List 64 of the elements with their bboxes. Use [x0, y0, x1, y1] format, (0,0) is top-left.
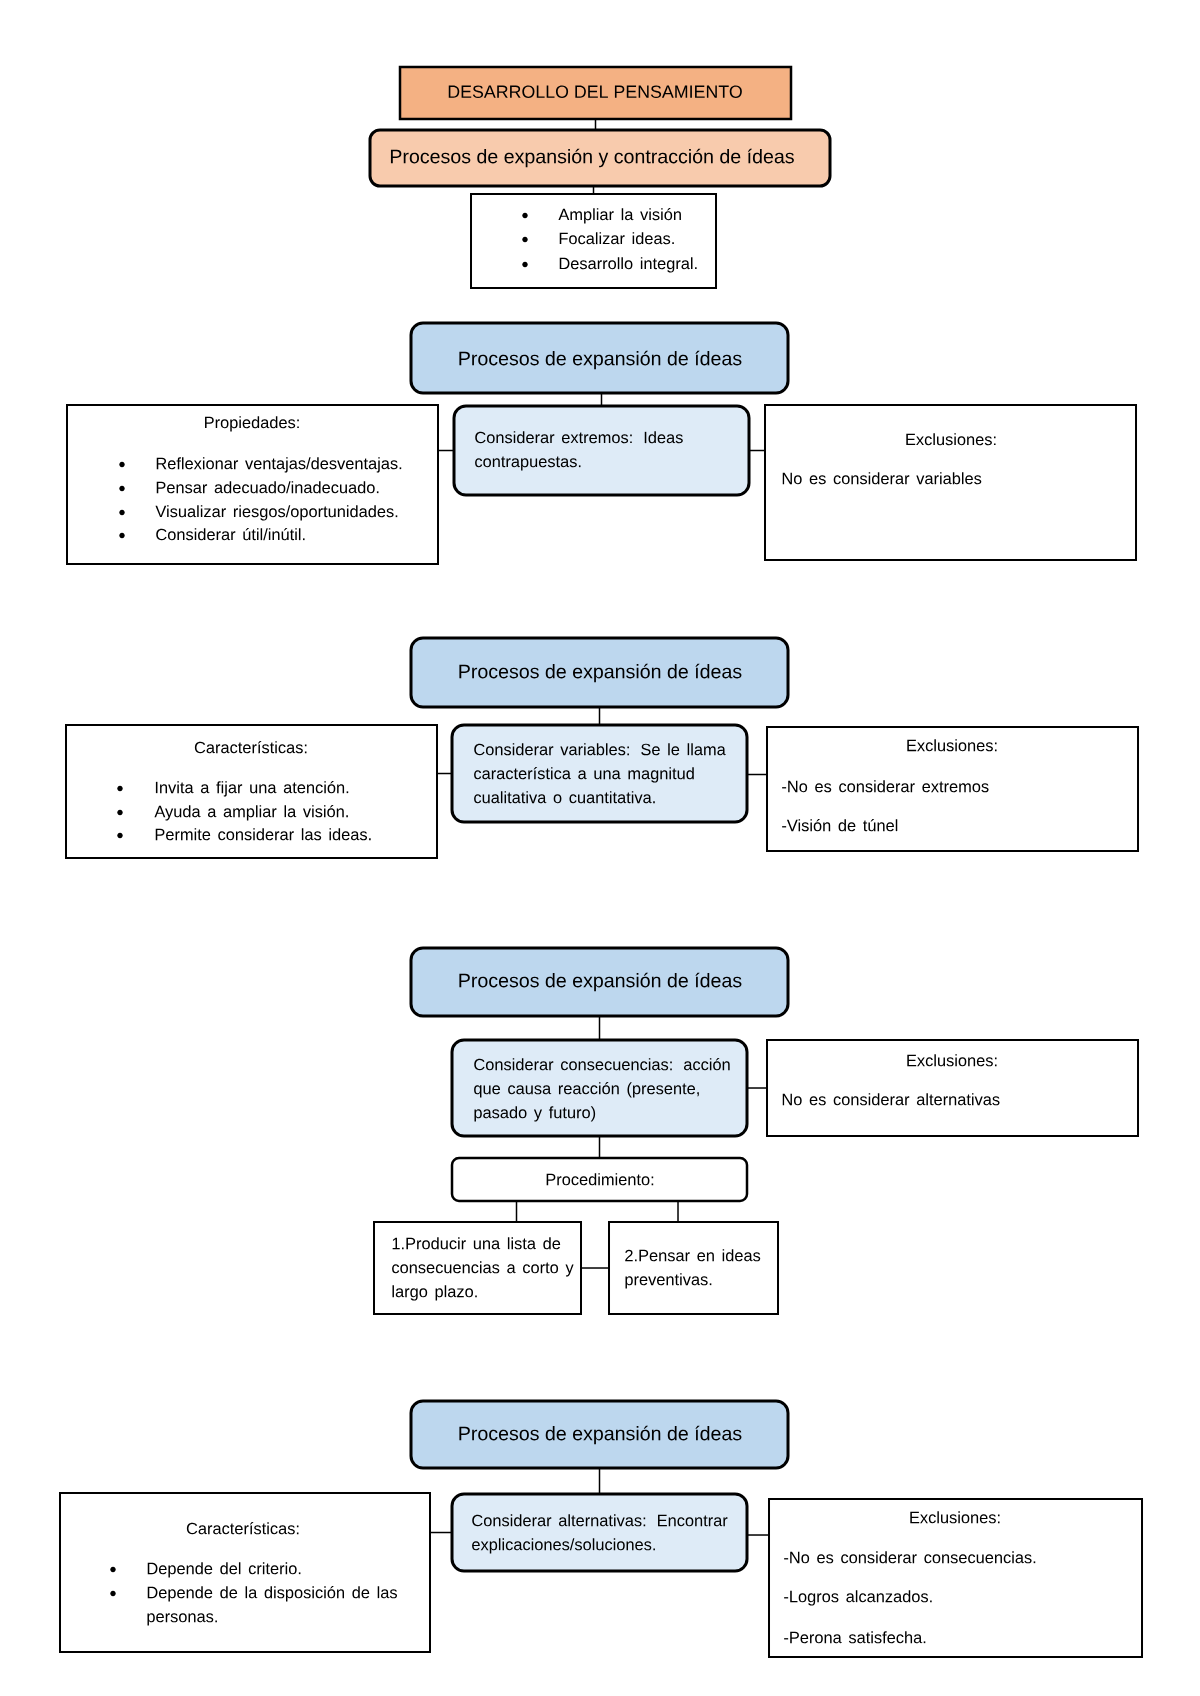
header-box: Procesos de expansión de ídeas [409, 1399, 790, 1470]
note-text: -No es considerar consecuencias. [784, 1551, 1036, 1564]
connector-line [746, 773, 768, 776]
heading: Propiedades: [205, 416, 299, 432]
concept-box: Considerar consecuencias: acción que causa reacción (presente, pasado y futuro) [450, 1038, 749, 1138]
title-box: DESARROLLO DEL PENSAMIENTO [398, 65, 793, 121]
list-item: Ampliar la visión [558, 208, 681, 224]
list-box [59, 1492, 431, 1653]
note-box [764, 404, 1137, 561]
list-item: Focalizar ideas. [559, 232, 674, 245]
note-text: -Perona satisfecha. [784, 1631, 926, 1644]
list-box [65, 724, 438, 859]
list-item: Depende del criterio. [147, 1562, 301, 1578]
heading: Características: [194, 741, 307, 754]
list-item: Permite considerar las ideas. [155, 828, 371, 841]
list-item: Desarrollo integral. [559, 257, 697, 273]
note-text: -No es considerar extremos [782, 780, 989, 793]
connector-line [429, 1531, 453, 1534]
connector-line [594, 118, 597, 131]
list-item: Pensar adecuado/inadecuado. [156, 481, 379, 494]
step-box: 2.Pensar en ideas preventivas. [608, 1221, 779, 1315]
list-item: Considerar útil/inútil. [156, 528, 305, 541]
connector-line [598, 1467, 601, 1495]
header-box: Procesos de expansión de ídeas [409, 946, 790, 1018]
heading: Exclusiones: [906, 433, 996, 446]
list-item: Reflexionar ventajas/desventajas. [156, 457, 402, 473]
heading: Exclusiones: [910, 1511, 1000, 1524]
note-box [766, 1039, 1139, 1137]
step-box: 1.Producir una lista de consecuencias a corto y largo plazo. [373, 1221, 582, 1315]
connector-line [746, 1087, 768, 1089]
note-text: -Logros alcanzados. [784, 1590, 932, 1606]
connector-line [580, 1267, 610, 1269]
note-box [768, 1498, 1143, 1658]
note-text: No es considerar alternativas [782, 1093, 1000, 1106]
label-box: Procedimiento: [450, 1156, 749, 1203]
connector-line [598, 1015, 601, 1041]
connector-line [598, 706, 601, 726]
list-box [470, 193, 717, 289]
connector-line [748, 449, 766, 452]
header-box: Procesos de expansión de ídeas [409, 321, 790, 395]
connector-line [677, 1200, 679, 1223]
connector-line [598, 1135, 601, 1159]
note-box [766, 726, 1139, 852]
connector-line [436, 772, 453, 775]
concept-box: Considerar variables: Se le llama característica a una magnitud cualitativa o cuantitativa. [450, 723, 749, 824]
connector-line [746, 1534, 770, 1536]
concept-box: Considerar alternativas: Encontrar explicaciones/soluciones. [450, 1492, 749, 1573]
connector-line [592, 185, 595, 195]
note-text: No es considerar variables [782, 472, 982, 485]
connector-line [437, 449, 455, 452]
connector-line [515, 1200, 518, 1223]
list-item: Ayuda a ampliar la visión. [154, 805, 348, 821]
heading: Exclusiones: [907, 1054, 997, 1067]
concept-box: Considerar extremos: Ideas contrapuestas. [452, 404, 751, 497]
header-box: Procesos de expansión de ídeas [409, 636, 790, 709]
subtitle-box: Procesos de expansión y contracción de ídeas [368, 128, 832, 188]
note-text: -Visión de túnel [782, 819, 898, 832]
connector-line [600, 392, 603, 407]
list-item: Visualizar riesgos/oportunidades. [155, 505, 398, 521]
list-box [66, 404, 439, 565]
list-item: Invita a fijar una atención. [155, 781, 349, 797]
list-item: Depende de la disposición de las personas. [147, 1586, 397, 1626]
heading: Exclusiones: [907, 739, 997, 752]
heading: Características: [186, 1522, 299, 1535]
